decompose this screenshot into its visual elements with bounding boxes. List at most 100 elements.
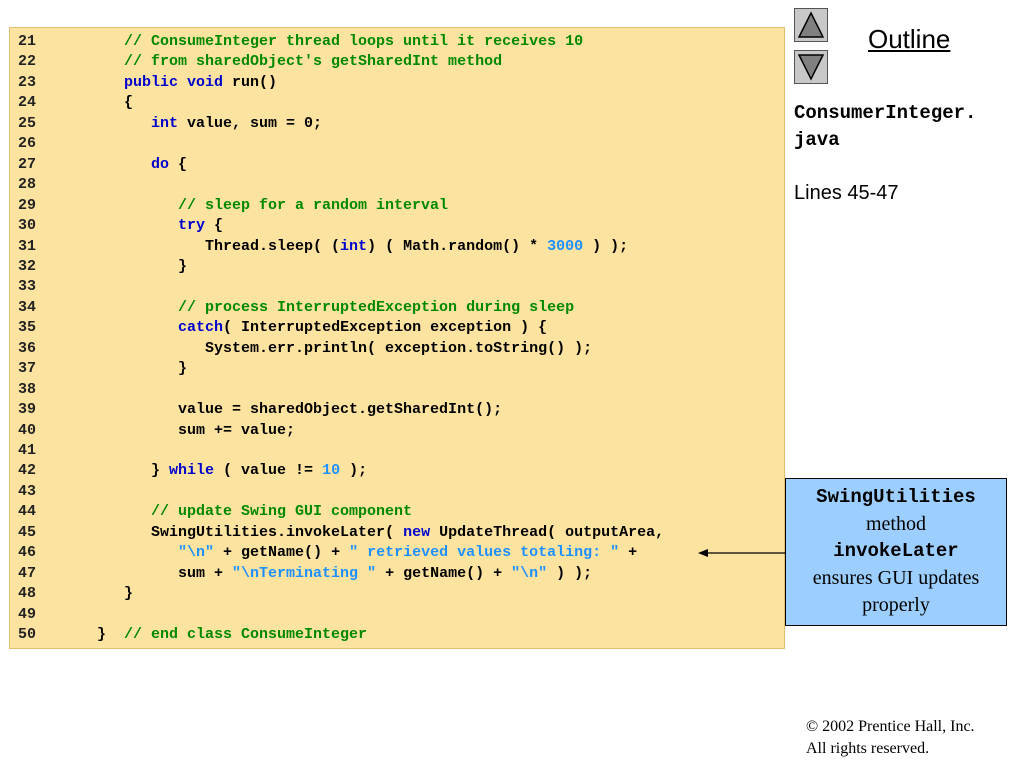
code-token: "\nTerminating " [232,564,377,582]
code-token: run() [223,73,278,91]
code-line: 35 catch( InterruptedException exception… [10,318,547,338]
code-line: 40 sum += value; [10,421,295,441]
code-token: { [205,217,224,235]
code-line: 42 } while ( value != 10 ); [10,461,367,481]
code-token [70,156,151,173]
line-number: 26 [18,135,37,153]
line-number: 39 [18,401,37,419]
code-token: value, sum = 0; [178,114,323,132]
code-token: ) ( Math.random() * [367,237,548,255]
code-text: { [70,93,133,113]
triangle-up-icon [797,11,825,38]
file-name-part-1: ConsumerInteger. [794,102,977,124]
code-line: 50 } // end class ConsumeInteger [10,625,367,645]
code-line: 47 sum + "\nTerminating " + getName() + … [10,564,592,584]
code-line: 32 } [10,257,187,277]
code-text: } // end class ConsumeInteger [70,625,367,645]
code-line: 37 } [10,359,187,379]
code-token: ( InterruptedException exception ) { [223,319,548,337]
code-text: // update Swing GUI component [70,502,412,522]
code-token: sum += value; [70,421,296,439]
code-text: } [70,257,187,277]
code-token: "\n" [511,564,548,582]
code-line: 48 } [10,584,133,604]
code-text: "\n" + getName() + " retrieved values to… [70,543,637,563]
line-number: 35 [18,319,37,337]
code-line: 34 // process InterruptedException durin… [10,298,574,318]
copyright-symbol: © [806,718,819,735]
copyright-text: 2002 Prentice Hall, Inc. [818,718,975,735]
callout-arrow-icon [698,549,786,557]
code-line: 44 // update Swing GUI component [10,502,412,522]
code-token: value = sharedObject.getSharedInt(); [70,401,503,419]
code-text: } [70,584,133,604]
code-line: 27 do { [10,155,187,175]
code-token [70,115,151,132]
outline-link[interactable]: Outline [868,24,951,54]
line-number: 34 [18,298,37,316]
code-token [70,217,178,234]
code-token: } [70,585,134,603]
next-slide-button[interactable] [794,50,828,84]
code-text: sum += value; [70,421,295,441]
code-token: } [70,626,125,644]
callout-method-name: invokeLater [833,540,959,562]
code-text: } [70,359,187,379]
line-number: 32 [18,257,37,275]
code-text: SwingUtilities.invokeLater( new UpdateTh… [70,523,664,543]
code-text: do { [70,155,187,175]
code-token: try [178,217,206,235]
line-number: 48 [18,585,37,603]
code-line: 36 System.err.println( exception.toStrin… [10,339,592,359]
code-text: // ConsumeInteger thread loops until it … [70,32,583,52]
line-number: 37 [18,360,37,378]
code-token: { [169,155,188,173]
code-token: // from sharedObject's getSharedInt meth… [70,53,503,71]
line-number: 50 [18,626,37,644]
code-token [70,544,178,561]
copyright-notice: © 2002 Prentice Hall, Inc. All rights re… [806,716,975,760]
code-line: 28 [10,175,70,195]
code-token: } [70,360,188,378]
code-token: catch [178,319,224,337]
code-text: System.err.println( exception.toString()… [70,339,592,359]
line-number: 21 [18,33,37,50]
line-number: 46 [18,544,37,562]
code-line: 21 // ConsumeInteger thread loops until … [10,32,583,52]
code-text: // sleep for a random interval [70,196,448,216]
line-number: 47 [18,564,37,582]
code-token [70,319,178,336]
line-number: 43 [18,482,37,500]
code-line: 26 [10,134,70,154]
code-token: // sleep for a random interval [70,196,449,214]
code-token: int [340,237,368,255]
code-line: 22 // from sharedObject's getSharedInt m… [10,52,502,72]
code-token: // update Swing GUI component [70,503,413,521]
line-number: 45 [18,523,37,541]
code-token: ( value != [214,462,323,480]
line-number: 28 [18,176,37,194]
code-token: do [151,155,170,173]
code-token: new [403,523,431,541]
line-number: 27 [18,155,37,173]
code-token: 3000 [547,237,584,255]
code-token: ) ); [583,237,629,255]
code-token: + [619,544,638,562]
code-token: "\n" [178,544,215,562]
line-number: 49 [18,605,37,623]
line-number: 29 [18,196,37,214]
code-line: 33 [10,277,70,297]
line-number: 42 [18,462,37,480]
code-line: 43 [10,482,70,502]
code-token: + getName() + [376,564,512,582]
code-line: 30 try { [10,216,223,236]
code-text: // from sharedObject's getSharedInt meth… [70,52,502,72]
code-text: // process InterruptedException during s… [70,298,574,318]
triangle-down-icon [797,54,825,81]
line-number: 23 [18,73,37,91]
line-number: 36 [18,339,37,357]
previous-slide-button[interactable] [794,8,828,42]
code-listing-panel: 21 // ConsumeInteger thread loops until … [9,27,785,649]
code-token: " retrieved values totaling: " [349,544,620,562]
code-token [70,74,124,91]
